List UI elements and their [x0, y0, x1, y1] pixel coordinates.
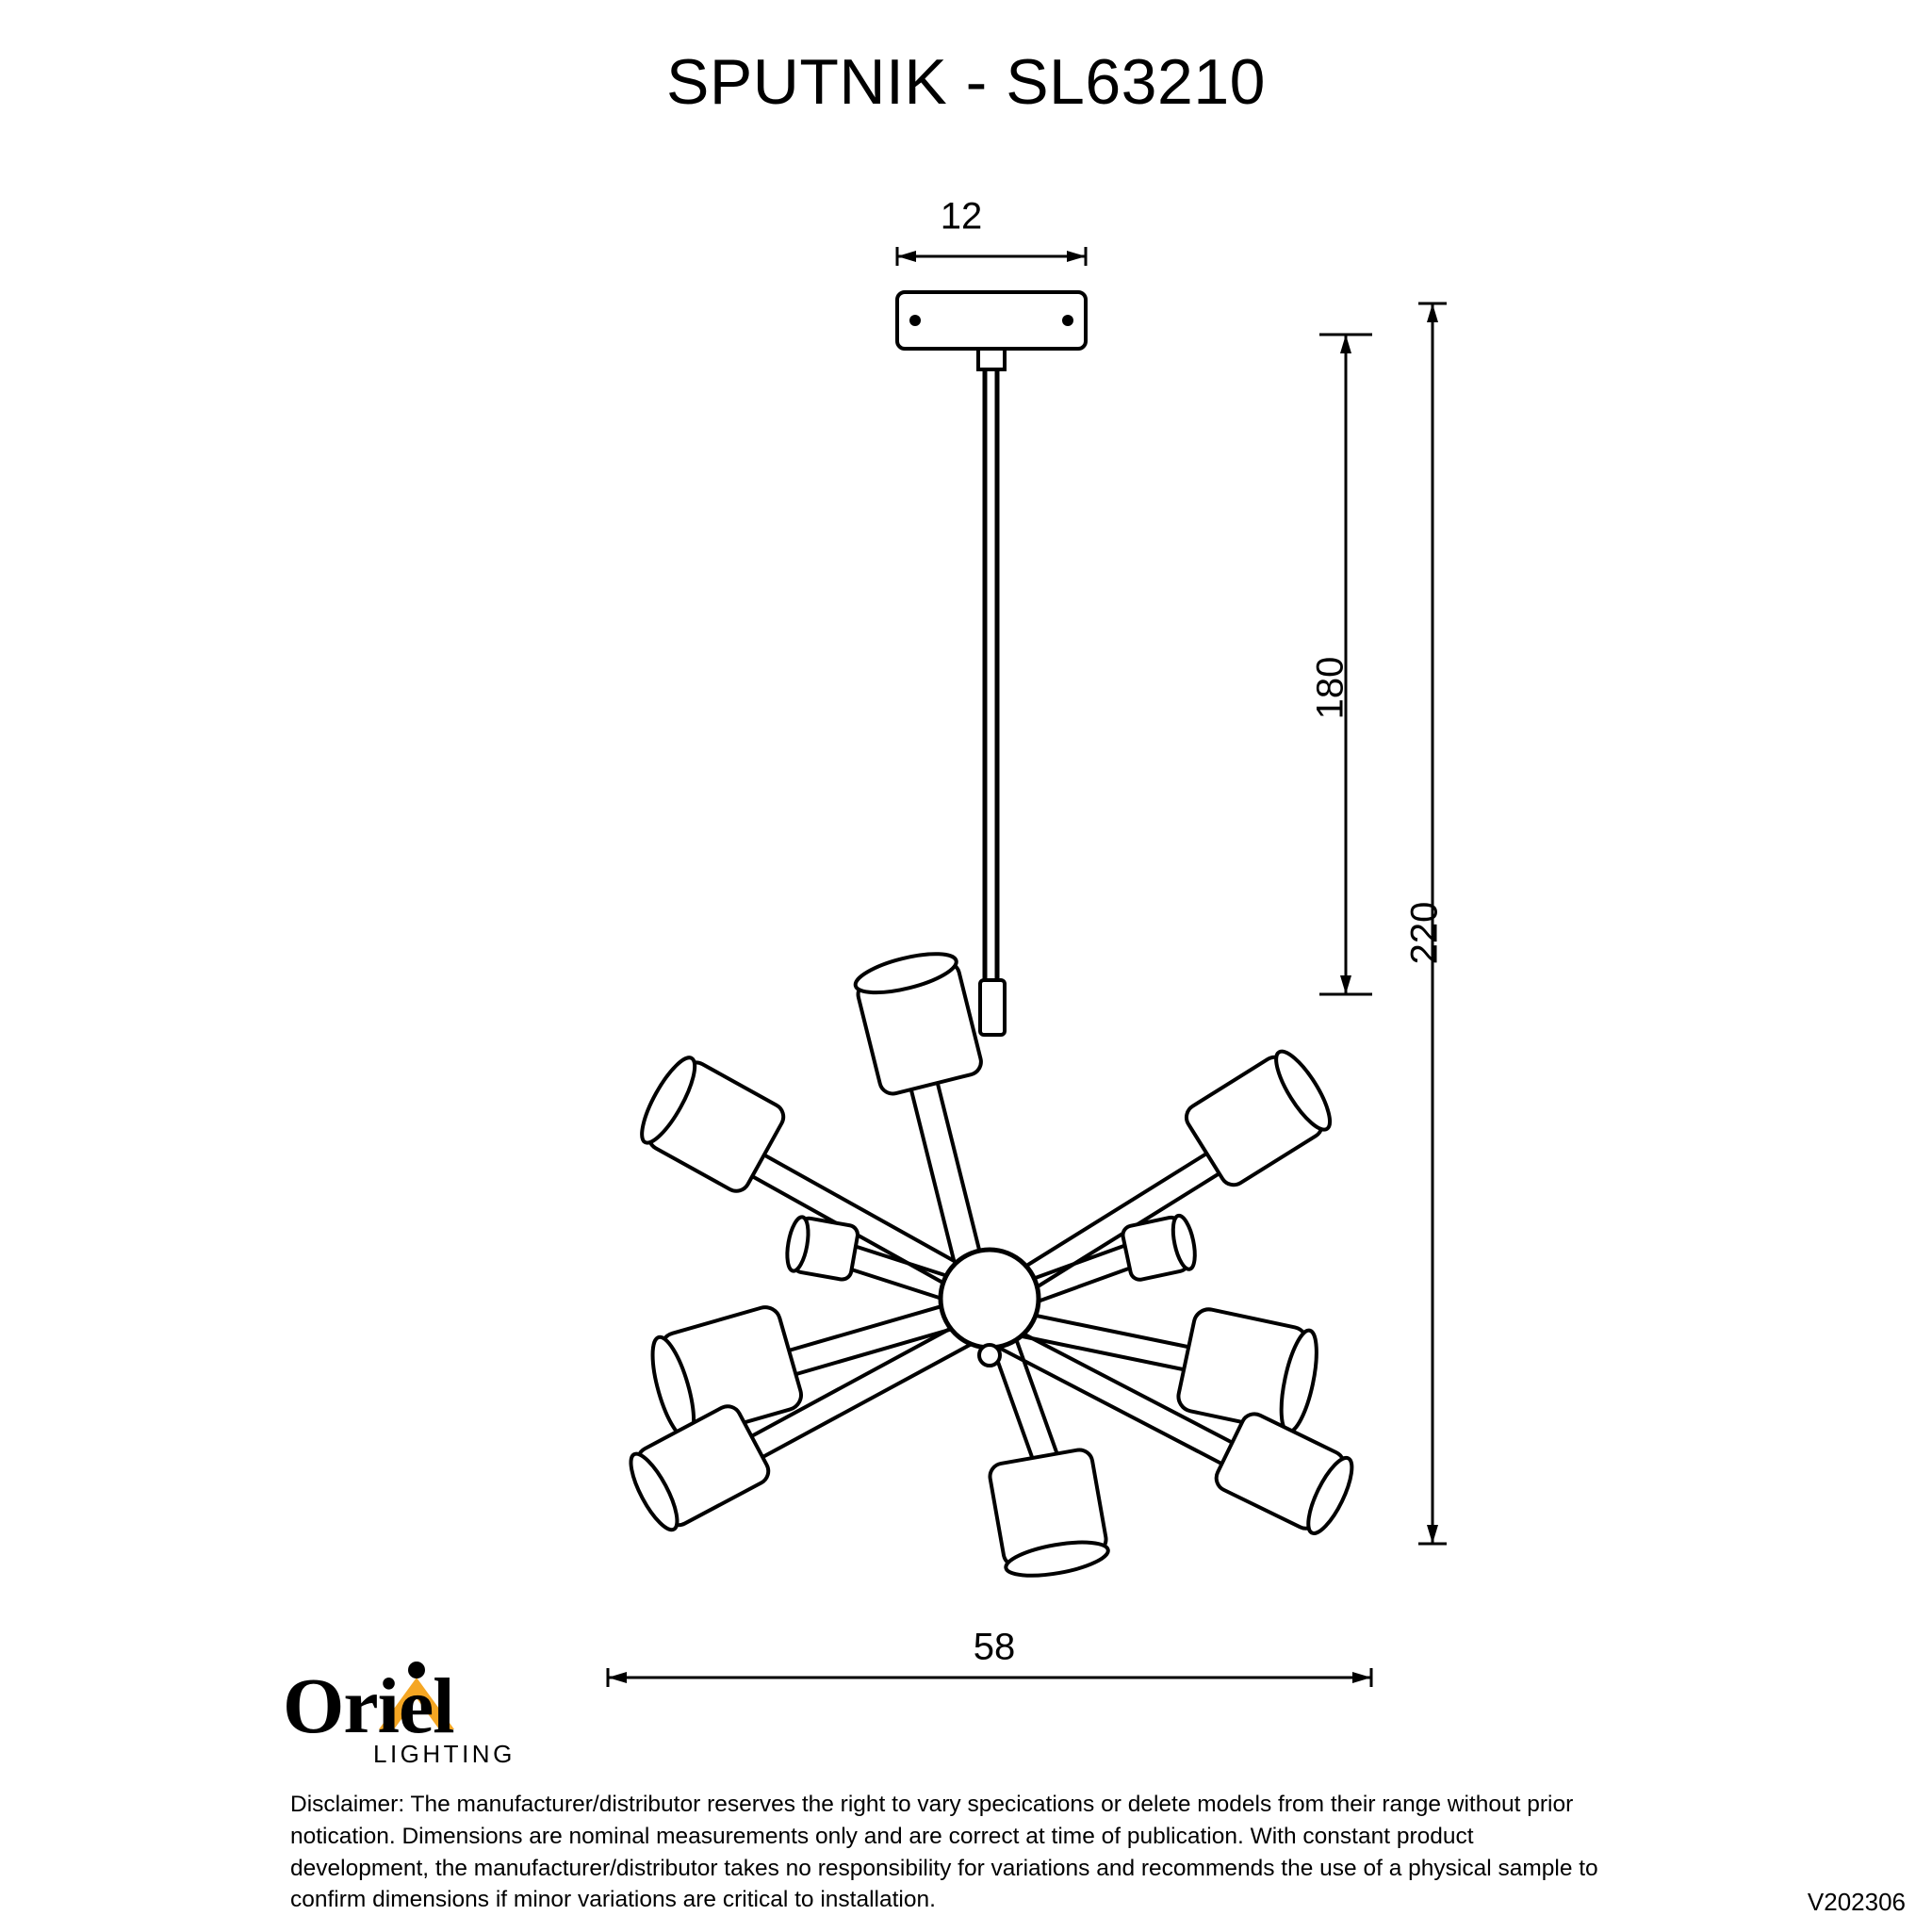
ceiling-canopy [895, 290, 1088, 371]
arm-shade-top [853, 952, 983, 1261]
arm-shade-lower-right [998, 1325, 1354, 1535]
arm-shade-lower-left-2 [629, 1316, 983, 1532]
dimension-label-total-height: 220 [1403, 901, 1446, 965]
dimension-total-height [1418, 302, 1447, 1546]
dimension-label-fixture-width: 58 [973, 1626, 1016, 1668]
center-hub [938, 1247, 1041, 1367]
drop-rod [978, 369, 1007, 1037]
arm-shade-right [1012, 1307, 1318, 1434]
dimension-canopy-width [895, 247, 1088, 266]
dimension-rod-drop [1319, 333, 1372, 996]
document-version: V202306 [1807, 1888, 1906, 1916]
dimension-label-canopy-width: 12 [940, 195, 983, 237]
dimension-fixture-width [606, 1668, 1373, 1687]
arm-shade-upper-right [1014, 1049, 1333, 1295]
brand-name: Oriel [283, 1662, 455, 1750]
arm-shade-upper-left [640, 1056, 967, 1291]
sputnik-arms-assembly [629, 952, 1354, 1578]
page-title: SPUTNIK - SL63210 [666, 46, 1266, 118]
arm-shade-bottom [988, 1330, 1110, 1578]
brand-logo: Oriel LIGHTING [283, 1642, 547, 1774]
dimension-label-rod-drop: 180 [1309, 656, 1351, 720]
logo-flame-icon [379, 1662, 454, 1729]
disclaimer-text: Disclaimer: The manufacturer/distributor… [290, 1792, 1598, 1913]
brand-tagline: LIGHTING [373, 1740, 516, 1768]
arm-shade-mid-right [1019, 1213, 1197, 1307]
arm-shade-mid-left [785, 1215, 960, 1304]
